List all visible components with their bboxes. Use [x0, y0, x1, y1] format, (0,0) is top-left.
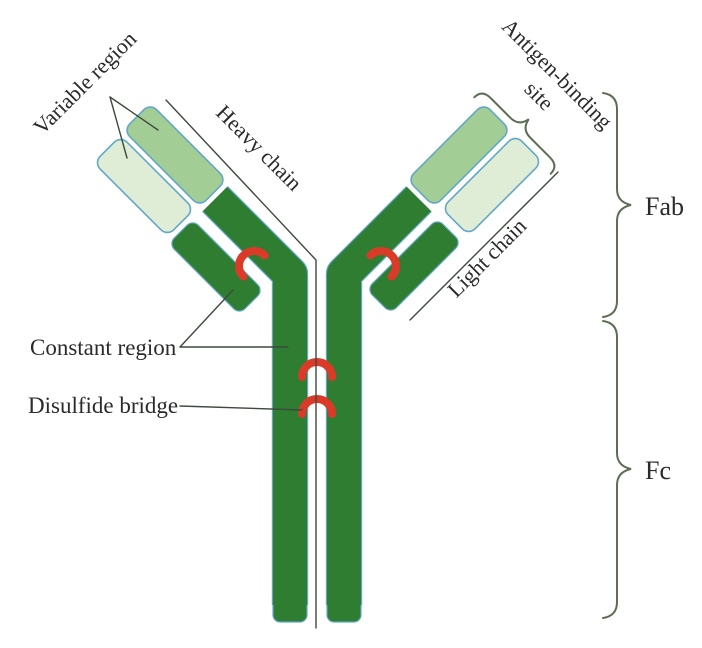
fc-label: Fc — [645, 456, 671, 485]
pointer-lines — [109, 96, 559, 629]
variable-region-pointer-2 — [109, 96, 159, 131]
disulfide-bond-right-arm — [366, 247, 400, 281]
right-heavy-chain-shape — [327, 186, 432, 605]
heavy-chain-label: Heavy chain — [211, 100, 307, 196]
right-light-chain-constant — [369, 221, 459, 311]
fab-label: Fab — [645, 192, 684, 221]
left-heavy-variable-region — [126, 106, 224, 204]
light-chain-constant-segments — [171, 221, 459, 312]
braces — [473, 92, 632, 619]
antigen-binding-brace — [473, 92, 556, 175]
left-light-variable-region — [96, 138, 192, 234]
fab-brace — [602, 92, 632, 318]
light-variable-regions — [96, 137, 540, 234]
left-heavy-chain-shape — [202, 186, 307, 605]
heavy-chains — [202, 186, 432, 605]
right-heavy-variable-region — [410, 106, 508, 204]
constant-region-label: Constant region — [30, 335, 177, 360]
constant-region-pointer-diagonal — [179, 289, 234, 348]
disulfide-bond-left-arm — [235, 247, 269, 281]
variable-region-label: Variable region — [28, 26, 141, 139]
disulfide-bonds — [235, 247, 400, 418]
disulfide-bridge-label: Disulfide bridge — [28, 393, 178, 418]
disulfide-bond-hinge-upper — [298, 358, 336, 381]
disulfide-bridge-pointer — [179, 405, 303, 411]
left-light-chain-constant — [171, 222, 261, 312]
heavy-variable-regions — [126, 106, 508, 204]
light-chain-label: Light chain — [442, 213, 531, 302]
heavy-chain-line — [165, 99, 317, 629]
light-chain-line — [409, 171, 559, 321]
fc-brace — [602, 320, 632, 619]
antigen-binding-label-line1: Antigen-binding — [497, 13, 618, 134]
disulfide-bond-hinge-lower — [298, 395, 336, 418]
variable-region-pointer-1 — [109, 96, 128, 159]
right-light-variable-region — [444, 137, 540, 233]
